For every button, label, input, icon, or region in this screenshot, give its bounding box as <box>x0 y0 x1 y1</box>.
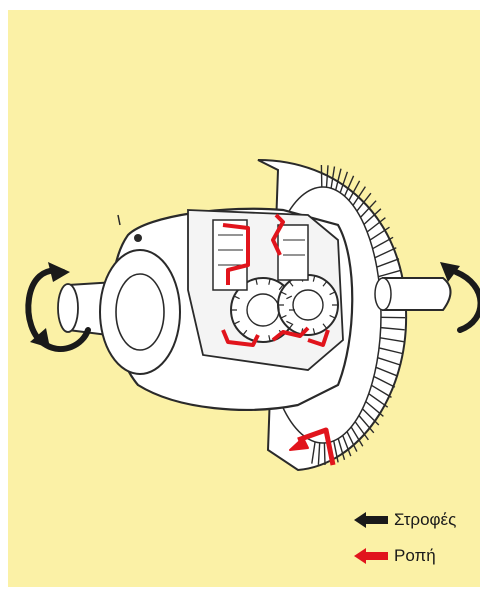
red-arrow-icon <box>354 548 388 564</box>
differential-illustration <box>8 10 480 587</box>
legend-torque: Ροπή <box>354 546 436 566</box>
legend-rotation: Στροφές <box>354 510 456 530</box>
legend-rotation-label: Στροφές <box>394 510 456 530</box>
legend-torque-label: Ροπή <box>394 546 436 566</box>
black-arrow-icon <box>354 512 388 528</box>
right-axle-shaft <box>375 278 451 310</box>
diagram-panel: Στροφές Ροπή <box>8 10 480 587</box>
